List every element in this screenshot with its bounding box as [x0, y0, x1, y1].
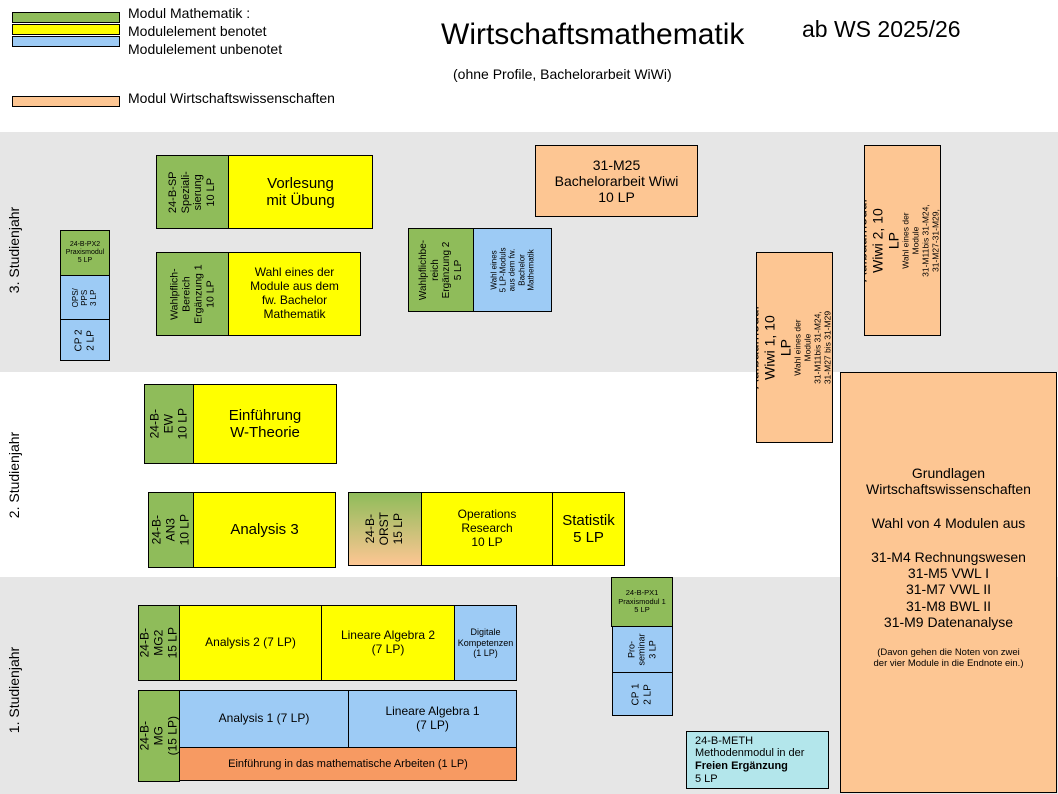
mg-code-box: 24-B-MG (15 LP): [138, 690, 180, 782]
an3-content-box: Analysis 3: [193, 492, 336, 568]
px1-text: 24-B-PX1 Praxismodul 1 5 LP: [618, 588, 666, 615]
we1-code: Wahlpflich- Bereich Ergänzung 1 10 LP: [168, 264, 217, 324]
or-content: Operations Research 10 LP: [457, 507, 517, 549]
ops-box: OPS/ PPS 3 LP: [60, 275, 110, 320]
dk-box: Digitale Kompetenzen (1 LP): [454, 605, 517, 681]
pro-text: Pro- seminar 3 LP: [626, 633, 658, 666]
ew-content: Einführung W-Theorie: [228, 406, 302, 441]
la2-text: Lineare Algebra 2 (7 LP): [340, 628, 436, 656]
an2-box: Analysis 2 (7 LP): [179, 605, 322, 681]
px2-box: 24-B-PX2 Praxismodul 5 LP: [60, 230, 110, 276]
ew-code-box: 24-B-EW 10 LP: [144, 384, 194, 464]
meth-freie: Freien Ergänzung: [695, 760, 788, 772]
year1-label-wrap: 1. Studienjahr: [0, 640, 28, 740]
an3-code-box: 24-B-AN3 10 LP: [148, 492, 194, 568]
legend-swatch-graded: [12, 24, 120, 35]
la1-text: Lineare Algebra 1 (7 LP): [385, 704, 480, 732]
cp1-box: CP 1 2 LP: [612, 672, 673, 716]
we1-content: Wahl eines der Module aus dem fw. Bachel…: [250, 265, 339, 321]
grundlagen-wahl: Wahl von 4 Modulen aus: [871, 515, 1026, 532]
legend-math-label: Modul Mathematik :: [128, 5, 251, 21]
we2-code: Wahlpflichbe- reich Ergänzung 2 5 LP: [418, 239, 464, 301]
we2-code-box: Wahlpflichbe- reich Ergänzung 2 5 LP: [408, 228, 474, 312]
grundlagen-box: Grundlagen Wirtschaftswissenschaften Wah…: [840, 372, 1057, 793]
legend-swatch-math: [12, 12, 120, 23]
dk-text: Digitale Kompetenzen (1 LP): [457, 627, 514, 659]
la2-box: Lineare Algebra 2 (7 LP): [321, 605, 455, 681]
we2-content: Wahl eines 5 LP-Moduls aus dem fw. Bache…: [489, 247, 536, 293]
year2-label-wrap: 2. Studienjahr: [0, 425, 28, 525]
sp-content-box: Vorlesung mit Übung: [228, 155, 373, 229]
an3-code: 24-B-AN3 10 LP: [149, 514, 191, 546]
aufbau2-text: Aufbaumodul Wiwi 2, 10 LP Wahl eines der…: [864, 199, 941, 282]
ops-text: OPS/ PPS 3 LP: [71, 287, 99, 308]
aufbau2-title: Aufbaumodul Wiwi 2, 10 LP: [864, 199, 903, 282]
meth-lp: 5 LP: [695, 772, 718, 785]
legend-graded-label: Modulelement benotet: [128, 23, 267, 39]
an1-box: Analysis 1 (7 LP): [179, 690, 349, 748]
aufbau1-title: Aufbaumodul Wiwi 1, 10 LP: [756, 306, 795, 389]
mg2-code-box: 24-B-MG2 15 LP: [138, 605, 180, 681]
legend-wiwi-label: Modul Wirtschaftswissenschaften: [128, 90, 335, 106]
ew-code: 24-B-EW 10 LP: [147, 408, 189, 440]
px2-text: 24-B-PX2 Praxismodul 5 LP: [65, 240, 105, 265]
legend-ungraded-label: Modulelement unbenotet: [128, 41, 283, 57]
orst-code: 24-B- ORST 15 LP: [363, 512, 405, 546]
meth-desc: Methodenmodul in der: [695, 747, 805, 760]
page-subtitle: (ohne Profile, Bachelorarbeit WiWi): [453, 66, 672, 82]
year1-label: 1. Studienjahr: [6, 646, 22, 734]
einf-text: Einführung in das mathematische Arbeiten…: [228, 757, 468, 770]
sp-code: 24-B-SP Speziali- sierung 10 LP: [167, 170, 218, 214]
meth-code: 24-B-METH: [695, 734, 754, 747]
semester-label: ab WS 2025/26: [802, 16, 961, 42]
or-content-box: Operations Research 10 LP: [421, 492, 553, 566]
stat-content: Statistik 5 LP: [562, 511, 615, 546]
grundlagen-note: (Davon gehen die Noten von zwei der vier…: [873, 646, 1024, 669]
cp2-box: CP 2 2 LP: [60, 319, 110, 361]
aufbau1-detail: Wahl eines der Module 31-M11bis 31-M24, …: [793, 310, 833, 385]
page-title: Wirtschaftsmathematik: [441, 18, 745, 51]
an3-content: Analysis 3: [230, 521, 299, 539]
orst-code-box: 24-B- ORST 15 LP: [348, 492, 422, 566]
pro-box: Pro- seminar 3 LP: [612, 626, 673, 673]
year2-label: 2. Studienjahr: [6, 431, 22, 519]
grundlagen-title: Grundlagen Wirtschaftswissenschaften: [866, 465, 1031, 498]
aufbau2-box: Aufbaumodul Wiwi 2, 10 LP Wahl eines der…: [864, 145, 941, 336]
sp-code-box: 24-B-SP Speziali- sierung 10 LP: [156, 155, 229, 229]
year3-label: 3. Studienjahr: [6, 206, 22, 294]
cp2-text: CP 2 2 LP: [73, 328, 97, 352]
px1-box: 24-B-PX1 Praxismodul 1 5 LP: [611, 577, 673, 627]
aufbau1-box: Aufbaumodul Wiwi 1, 10 LP Wahl eines der…: [756, 252, 833, 443]
legend-swatch-ungraded: [12, 36, 120, 47]
einf-box: Einführung in das mathematische Arbeiten…: [179, 747, 517, 781]
aufbau1-text: Aufbaumodul Wiwi 1, 10 LP Wahl eines der…: [756, 306, 833, 389]
ew-content-box: Einführung W-Theorie: [193, 384, 337, 464]
stat-content-box: Statistik 5 LP: [552, 492, 625, 566]
meth-box: 24-B-METH Methodenmodul in der Freien Er…: [686, 731, 829, 789]
we1-content-box: Wahl eines der Module aus dem fw. Bachel…: [228, 252, 361, 336]
mg2-code: 24-B-MG2 15 LP: [138, 627, 179, 659]
m25-text: 31-M25 Bachelorarbeit Wiwi 10 LP: [554, 156, 679, 206]
aufbau2-detail: Wahl eines der Module 31-M11bis 31-M24, …: [901, 204, 941, 277]
cp1-text: CP 1 2 LP: [631, 682, 654, 706]
mg-code: 24-B-MG (15 LP): [138, 716, 179, 756]
we1-code-box: Wahlpflich- Bereich Ergänzung 1 10 LP: [156, 252, 229, 336]
an1-text: Analysis 1 (7 LP): [218, 711, 310, 726]
year3-label-wrap: 3. Studienjahr: [0, 200, 28, 300]
m25-box: 31-M25 Bachelorarbeit Wiwi 10 LP: [535, 145, 698, 217]
la1-box: Lineare Algebra 1 (7 LP): [348, 690, 517, 748]
sp-content: Vorlesung mit Übung: [266, 174, 335, 209]
grundlagen-list: 31-M4 Rechnungswesen 31-M5 VWL I 31-M7 V…: [871, 549, 1026, 630]
we2-content-box: Wahl eines 5 LP-Moduls aus dem fw. Bache…: [473, 228, 552, 312]
an2-text: Analysis 2 (7 LP): [205, 635, 296, 650]
legend-swatch-wiwi: [12, 96, 120, 107]
